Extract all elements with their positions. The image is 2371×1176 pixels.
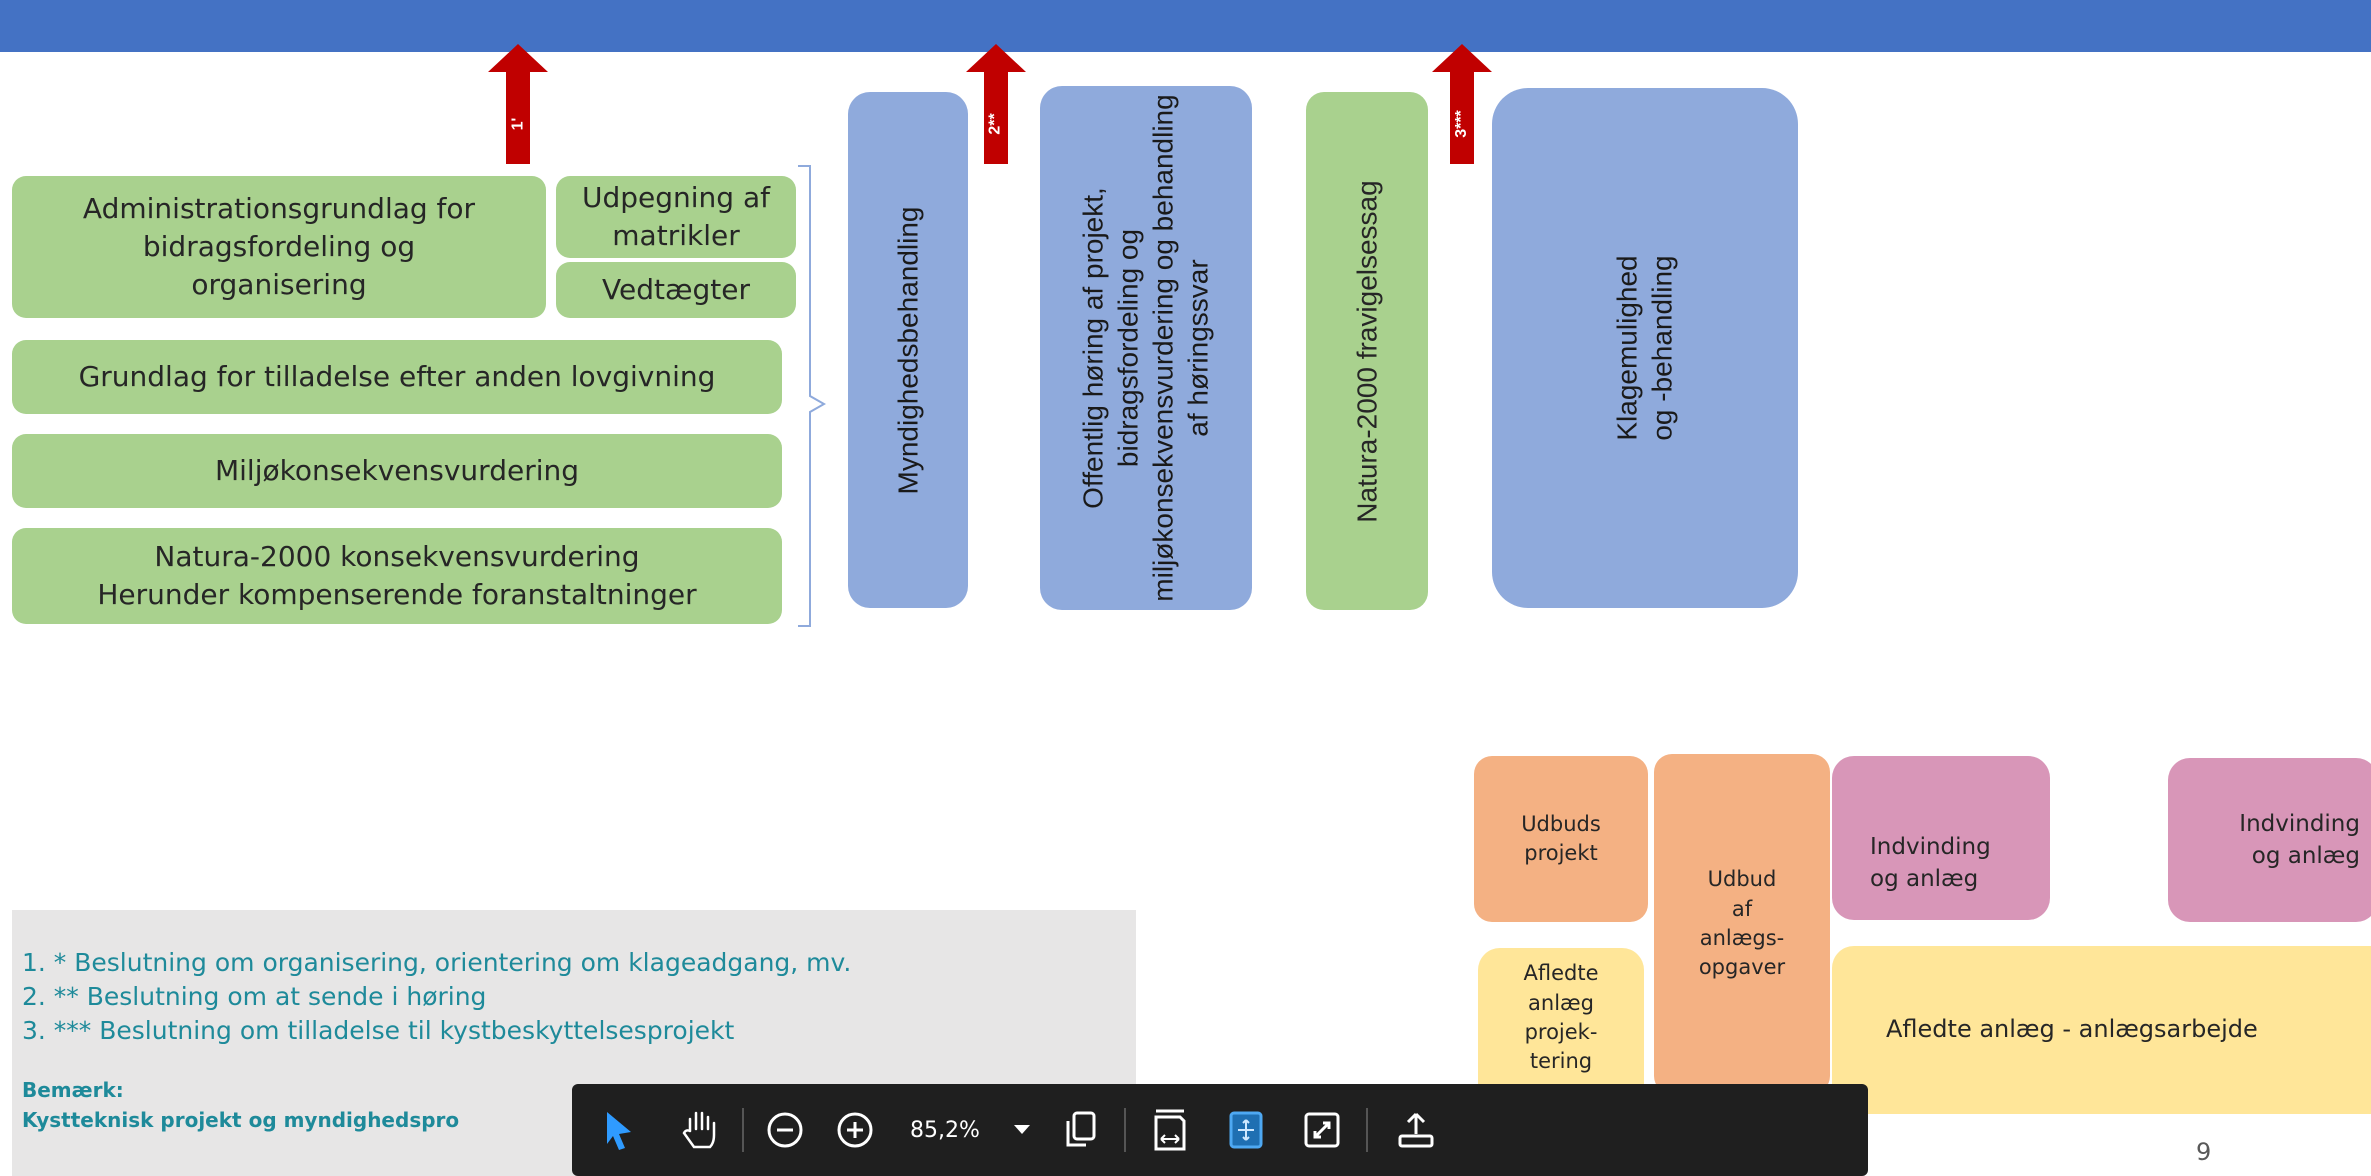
myndighed-column: Myndighedsbehandling bbox=[848, 92, 968, 608]
indvinding2-line2: og anlæg bbox=[2251, 843, 2360, 869]
cursor-tool-button[interactable] bbox=[572, 1084, 664, 1176]
decision-arrow-1: 1' bbox=[488, 44, 548, 164]
afledte-proj-line4: tering bbox=[1529, 1049, 1593, 1074]
hand-icon bbox=[682, 1111, 716, 1149]
hoering-label: Offentlig høring af projekt, bidragsford… bbox=[1076, 94, 1216, 601]
afledte-proj-line2: anlæg bbox=[1528, 990, 1594, 1015]
zoom-dropdown-button[interactable] bbox=[1000, 1084, 1044, 1176]
klage-line1: Klagemulighed bbox=[1612, 255, 1643, 441]
udbud-line4: opgaver bbox=[1698, 955, 1786, 980]
afledte-anlaegsarbejde-box: Afledte anlæg - anlægsarbejde bbox=[1832, 946, 2371, 1114]
decision-arrow-3: 3*** bbox=[1432, 44, 1492, 164]
miljo-box: Miljøkonsekvensvurdering bbox=[12, 434, 782, 508]
fit-width-icon bbox=[1154, 1109, 1186, 1151]
natura-box: Natura-2000 konsekvensvurdering Herunder… bbox=[12, 528, 782, 624]
bemaerk-text: Kystteknisk projekt og myndighedspro bbox=[22, 1108, 460, 1132]
udbud-line1: Udbud bbox=[1707, 867, 1777, 892]
decision-arrow-2: 2** bbox=[966, 44, 1026, 164]
klage-label: Klagemulighed og -behandling bbox=[1610, 255, 1680, 440]
myndighed-label: Myndighedsbehandling bbox=[892, 206, 924, 494]
afledte-proj-line3: projek- bbox=[1524, 1020, 1598, 1044]
grundlag-label: Grundlag for tilladelse efter anden lovg… bbox=[78, 360, 716, 394]
bemaerk-heading: Bemærk: bbox=[22, 1078, 124, 1102]
cursor-icon bbox=[607, 1112, 631, 1150]
admin-box: Administrationsgrundlag for bidragsforde… bbox=[12, 176, 546, 318]
natura-line2: Herunder kompenserende foranstaltninger bbox=[97, 578, 697, 611]
dropdown-icon bbox=[1014, 1125, 1030, 1134]
udbuds-projekt-line1: Udbuds bbox=[1521, 811, 1601, 836]
copy-button[interactable] bbox=[1044, 1084, 1118, 1176]
udbud-line2: af bbox=[1731, 896, 1753, 921]
grundlag-box: Grundlag for tilladelse efter anden lovg… bbox=[12, 340, 782, 414]
note-1: 1. * Beslutning om organisering, oriente… bbox=[22, 948, 852, 977]
hoering-column: Offentlig høring af projekt, bidragsford… bbox=[1040, 86, 1252, 610]
indvinding-box-1: Indvinding og anlæg bbox=[1832, 756, 2050, 920]
udpegning-box: Udpegning af matrikler bbox=[556, 176, 796, 258]
bracket bbox=[798, 165, 827, 627]
indvinding1-line1: Indvinding bbox=[1870, 833, 1991, 860]
fit-page-button[interactable] bbox=[1208, 1084, 1284, 1176]
admin-box-label: Administrationsgrundlag for bidragsforde… bbox=[82, 192, 476, 301]
top-banner bbox=[0, 0, 2371, 52]
upload-icon bbox=[1398, 1112, 1434, 1148]
note-3: 3. *** Beslutning om tilladelse til kyst… bbox=[22, 1016, 735, 1045]
zoom-out-button[interactable] bbox=[750, 1084, 820, 1176]
viewer-toolbar: 85,2% bbox=[572, 1084, 1868, 1176]
hoering-line3: miljøkonsekvensvurdering og behandling bbox=[1148, 94, 1179, 602]
hoering-line4: af høringssvar bbox=[1183, 259, 1214, 437]
zoom-value: 85,2% bbox=[910, 1117, 980, 1143]
udpegning-label: Udpegning af matrikler bbox=[581, 181, 770, 252]
klage-line2: og -behandling bbox=[1647, 255, 1678, 441]
udbud-line3: anlægs- bbox=[1699, 926, 1785, 950]
toolbar-separator bbox=[1366, 1108, 1368, 1152]
afledte-projektering-box: Afledte anlæg projek- tering bbox=[1478, 948, 1644, 1088]
vedtaegter-box: Vedtægter bbox=[556, 262, 796, 318]
hoering-line2: bidragsfordeling og bbox=[1113, 228, 1144, 468]
note-2: 2. ** Beslutning om at sende i høring bbox=[22, 982, 487, 1011]
udbud-box: Udbud af anlægs- opgaver bbox=[1654, 754, 1830, 1094]
toolbar-separator bbox=[742, 1108, 744, 1152]
arrow-label: 2** bbox=[986, 113, 1004, 135]
page-number: 9 bbox=[2196, 1138, 2212, 1166]
up-arrow-icon bbox=[1432, 44, 1492, 164]
natura-fravig-label: Natura-2000 fravigelsessag bbox=[1351, 179, 1383, 523]
miljo-label: Miljøkonsekvensvurdering bbox=[214, 454, 580, 488]
upload-button[interactable] bbox=[1374, 1084, 1458, 1176]
fit-width-button[interactable] bbox=[1132, 1084, 1208, 1176]
copy-icon bbox=[1066, 1111, 1096, 1147]
zoom-out-icon bbox=[767, 1112, 803, 1148]
natura-fravig-column: Natura-2000 fravigelsessag bbox=[1306, 92, 1428, 610]
afledte-proj-line1: Afledte bbox=[1523, 961, 1599, 986]
udbuds-projekt-box: Udbuds projekt bbox=[1474, 756, 1648, 922]
indvinding1-line2: og anlæg bbox=[1870, 866, 1979, 892]
zoom-in-button[interactable] bbox=[820, 1084, 890, 1176]
fullscreen-icon bbox=[1304, 1112, 1340, 1148]
arrow-label: 1' bbox=[508, 117, 526, 131]
up-arrow-icon bbox=[966, 44, 1026, 164]
zoom-level-display[interactable]: 85,2% bbox=[890, 1084, 1000, 1176]
up-arrow-icon bbox=[488, 44, 548, 164]
indvinding-box-2: Indvinding og anlæg bbox=[2168, 758, 2371, 922]
natura-line1: Natura-2000 konsekvensvurdering bbox=[154, 540, 640, 574]
fit-page-icon bbox=[1229, 1111, 1263, 1149]
arrow-label: 3*** bbox=[1452, 110, 1470, 138]
hand-tool-button[interactable] bbox=[664, 1084, 736, 1176]
indvinding2-line1: Indvinding bbox=[2239, 810, 2360, 837]
zoom-in-icon bbox=[837, 1112, 873, 1148]
hoering-line1: Offentlig høring af projekt, bbox=[1078, 187, 1109, 509]
udbuds-projekt-line2: projekt bbox=[1524, 841, 1598, 865]
afledte-arb-label: Afledte anlæg - anlægsarbejde bbox=[1886, 1015, 2258, 1044]
toolbar-separator bbox=[1124, 1108, 1126, 1152]
klage-column: Klagemulighed og -behandling bbox=[1492, 88, 1798, 608]
vedtaegter-label: Vedtægter bbox=[602, 273, 750, 307]
fullscreen-button[interactable] bbox=[1284, 1084, 1360, 1176]
